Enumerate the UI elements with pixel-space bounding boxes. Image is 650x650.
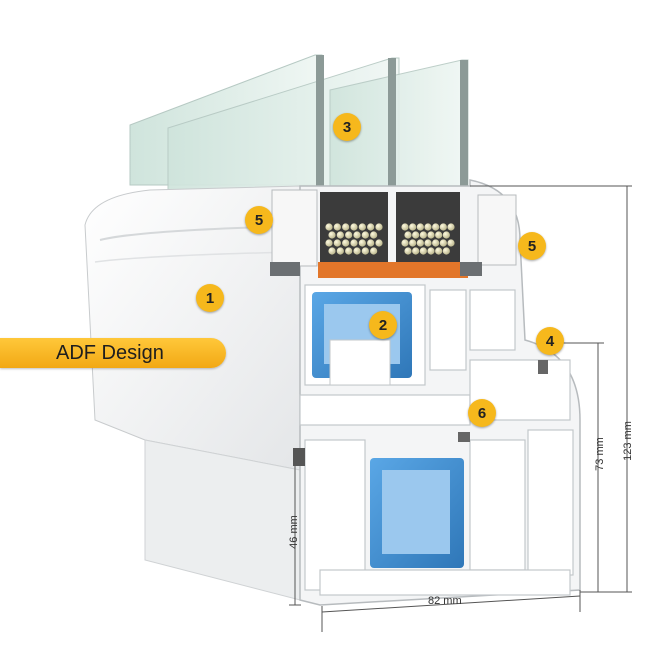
dimension-sash-height: 73 mm	[593, 437, 606, 471]
callout-5-right: 5	[518, 232, 546, 260]
desiccant-bead	[427, 247, 435, 255]
desiccant-bead	[367, 239, 375, 247]
desiccant-bead	[333, 223, 341, 231]
desiccant-bead	[409, 223, 417, 231]
desiccant-bead	[342, 223, 350, 231]
desiccant-bead	[350, 239, 358, 247]
desiccant-bead	[416, 239, 424, 247]
desiccant-bead	[404, 231, 412, 239]
desiccant-bead	[424, 223, 432, 231]
desiccant-bead	[442, 231, 450, 239]
desiccant-bead	[432, 223, 440, 231]
desiccant-bead	[325, 223, 333, 231]
callout-2: 2	[369, 311, 397, 339]
desiccant-bead	[328, 247, 336, 255]
desiccant-bead	[370, 247, 378, 255]
desiccant-bead	[435, 247, 443, 255]
desiccant-bead	[370, 231, 378, 239]
desiccant-bead	[345, 247, 353, 255]
desiccant-bead	[447, 239, 455, 247]
desiccant-bead	[328, 231, 336, 239]
desiccant-bead	[427, 231, 435, 239]
desiccant-bead	[367, 223, 375, 231]
desiccant-bead	[325, 239, 333, 247]
desiccant-bead	[424, 239, 432, 247]
desiccant-bead	[447, 223, 455, 231]
desiccant-bead	[435, 231, 443, 239]
desiccant-spacers	[320, 192, 460, 262]
frame-gasket	[293, 448, 305, 466]
desiccant-bead	[404, 247, 412, 255]
desiccant-bead	[432, 239, 440, 247]
dimension-lines	[289, 185, 632, 632]
callout-6: 6	[468, 399, 496, 427]
desiccant-bead	[412, 231, 420, 239]
desiccant-bead	[333, 239, 341, 247]
desiccant-bead	[439, 239, 447, 247]
desiccant-bead	[361, 247, 369, 255]
desiccant-bead	[353, 231, 361, 239]
callout-5-left: 5	[245, 206, 273, 234]
warm-edge-spacer	[318, 262, 468, 278]
desiccant-bead	[336, 231, 344, 239]
desiccant-bead	[419, 231, 427, 239]
desiccant-bead	[345, 231, 353, 239]
desiccant-bead	[439, 223, 447, 231]
callout-4: 4	[536, 327, 564, 355]
desiccant-bead	[358, 239, 366, 247]
desiccant-bead	[361, 231, 369, 239]
desiccant-bead	[375, 223, 383, 231]
desiccant-bead	[358, 223, 366, 231]
desiccant-bead	[401, 239, 409, 247]
callout-1: 1	[196, 284, 224, 312]
desiccant-bead	[442, 247, 450, 255]
dimension-total-height: 123 mm	[621, 421, 634, 461]
desiccant-bead	[409, 239, 417, 247]
adf-design-label: ADF Design	[0, 338, 226, 368]
desiccant-bead	[342, 239, 350, 247]
desiccant-bead	[375, 239, 383, 247]
dimension-frame-height: 46 mm	[287, 515, 300, 549]
desiccant-bead	[416, 223, 424, 231]
desiccant-bead	[401, 223, 409, 231]
desiccant-bead	[353, 247, 361, 255]
callout-3: 3	[333, 113, 361, 141]
desiccant-bead	[419, 247, 427, 255]
dimension-depth: 82 mm	[428, 595, 462, 607]
desiccant-bead	[412, 247, 420, 255]
desiccant-bead	[350, 223, 358, 231]
desiccant-bead	[336, 247, 344, 255]
triple-glazing	[129, 54, 469, 193]
